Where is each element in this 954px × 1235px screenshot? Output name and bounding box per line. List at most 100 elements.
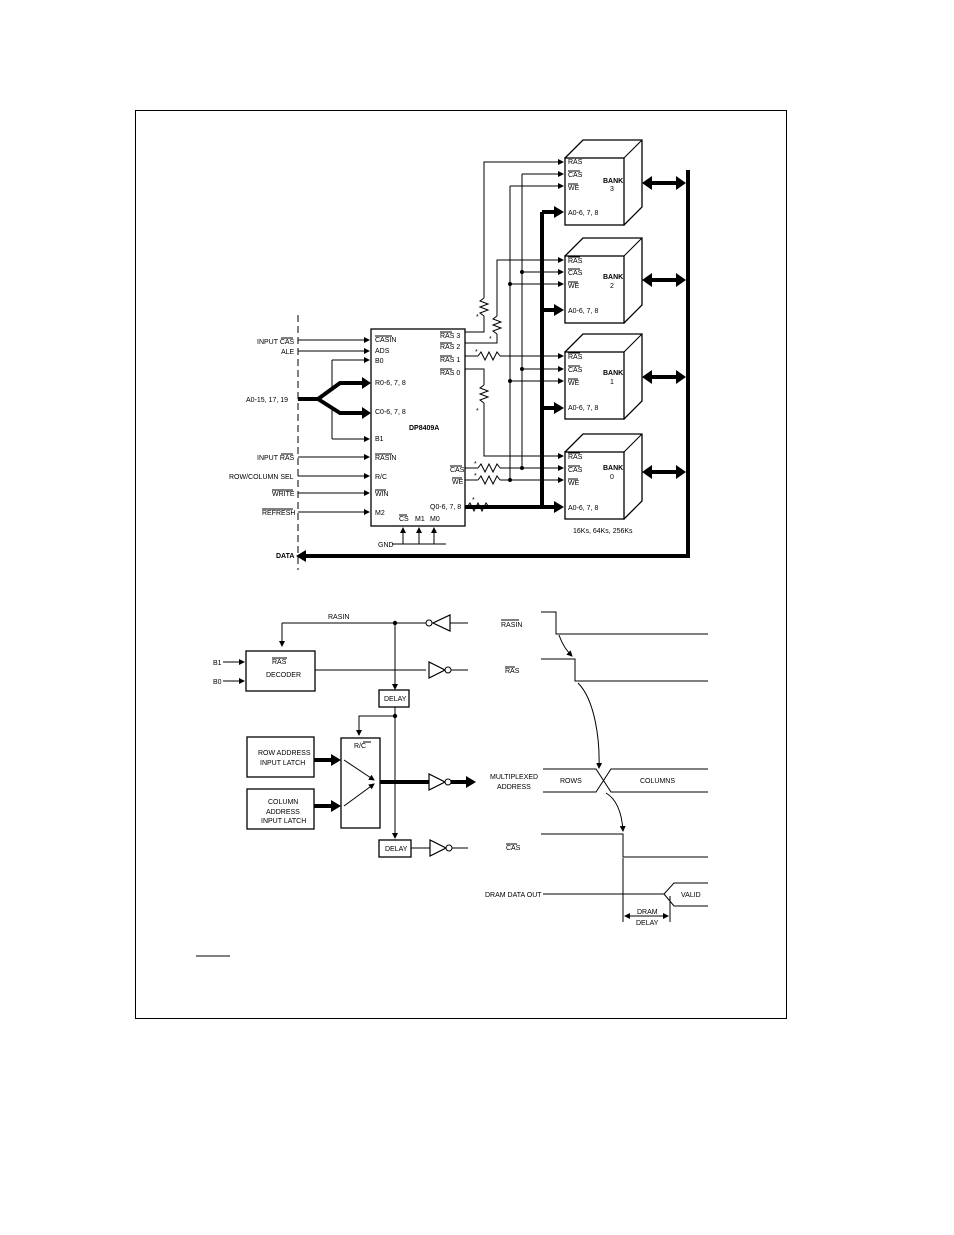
svg-text:RAS: RAS (568, 454, 583, 461)
logic-rasin-label: RASIN (328, 614, 349, 621)
timing-valid-label: VALID (681, 892, 701, 899)
pin-r0: R0-6, 7, 8 (375, 380, 406, 387)
bank-1: RAS CAS WE A0-6, 7, 8 BANK 1 (564, 333, 643, 420)
pin-rc: R/C (375, 474, 387, 481)
svg-text:WE: WE (568, 480, 580, 487)
svg-text:WE: WE (568, 283, 580, 290)
timing-mux-label-1: MULTIPLEXED (490, 774, 538, 781)
timing-rasin-label: RASIN (501, 622, 522, 629)
svg-text:WE: WE (568, 380, 580, 387)
pin-m1: M1 (415, 516, 425, 523)
timing-mux-label-2: ADDRESS (497, 784, 531, 791)
data-label: DATA (276, 553, 294, 560)
pin-ras1: RAS 1 (440, 357, 460, 364)
bank-3: RAS CAS WE A0-6, 7, 8 BANK 3 (564, 139, 643, 226)
timing-dram-delay-label-1: DRAM (637, 909, 658, 916)
svg-text:CAS: CAS (568, 367, 583, 374)
timing-columns-label: COLUMNS (640, 778, 675, 785)
svg-text:DP8409A: DP8409A (409, 425, 439, 432)
controller-inputs: INPUT CAS ALE A0-15, 17, 19 INPUT RAS RO… (229, 337, 371, 517)
pin-b0: B0 (375, 358, 384, 365)
svg-text:BANK: BANK (603, 178, 623, 185)
svg-text:0: 0 (610, 474, 614, 481)
svg-text:CAS: CAS (568, 172, 583, 179)
cas-we-lines: * * (465, 171, 564, 486)
logic-diagram: RASIN RAS DECODER B1 B0 DELAY R/C ROW AD… (213, 614, 476, 858)
timing-ras-label: RAS (505, 668, 520, 675)
svg-text:DELAY: DELAY (385, 846, 408, 853)
pin-rasin: RASIN (375, 455, 396, 462)
bank-data-arrows (642, 176, 686, 479)
row-address-latch (246, 736, 315, 778)
logic-b1-label: B1 (213, 660, 222, 667)
timing-dram-data-out-label: DRAM DATA OUT (485, 892, 542, 899)
pin-ads: ADS (375, 348, 390, 355)
input-ras-label: INPUT RAS (257, 455, 295, 462)
pin-ras2: RAS 2 (440, 344, 460, 351)
svg-text:WE: WE (568, 185, 580, 192)
svg-text:3: 3 (610, 186, 614, 193)
svg-text:R/C: R/C (354, 743, 366, 750)
svg-text:BANK: BANK (603, 370, 623, 377)
pin-m2: M2 (375, 510, 385, 517)
row-col-sel-label: ROW/COLUMN SEL (229, 474, 294, 481)
pin-casin: CASIN (375, 337, 396, 344)
ras-decoder (245, 650, 316, 692)
pin-cs: CS (399, 516, 409, 523)
pin-ras3: RAS 3 (440, 333, 460, 340)
ras1-resistor-mark: * (475, 349, 478, 356)
input-cas-label: INPUT CAS (257, 339, 295, 346)
timing-cas-label: CAS (506, 845, 521, 852)
svg-text:ROW ADDRESS: ROW ADDRESS (258, 750, 311, 757)
timing-diagram: RASIN RAS MULTIPLEXED ADDRESS ROWS COLUM… (485, 611, 708, 927)
column-address-latch (246, 788, 315, 830)
svg-text:CAS: CAS (568, 467, 583, 474)
svg-text:A0-6, 7, 8: A0-6, 7, 8 (568, 308, 598, 315)
figure-frame (135, 110, 787, 1019)
refresh-label: REFRESH (262, 510, 295, 517)
q0-resistor-mark: * (472, 497, 475, 504)
pin-q0: Q0-6, 7, 8 (430, 504, 461, 511)
bank-2: RAS CAS WE A0-6, 7, 8 BANK 2 (564, 237, 643, 324)
svg-text:A0-6, 7, 8: A0-6, 7, 8 (568, 210, 598, 217)
svg-text:INPUT LATCH: INPUT LATCH (260, 760, 305, 767)
ras0-resistor-mark: * (476, 408, 479, 415)
gnd-connections: GND (378, 527, 446, 549)
svg-text:A0-6, 7, 8: A0-6, 7, 8 (568, 505, 598, 512)
address-mux (340, 737, 381, 829)
pin-ras0: RAS 0 (440, 370, 460, 377)
svg-text:A0-6, 7, 8: A0-6, 7, 8 (568, 405, 598, 412)
delay-box-1 (378, 689, 410, 708)
svg-text:DELAY: DELAY (384, 696, 407, 703)
svg-text:DECODER: DECODER (266, 672, 301, 679)
pin-we: WE (452, 479, 464, 486)
logic-b0-label: B0 (213, 679, 222, 686)
pin-b1: B1 (375, 436, 384, 443)
svg-text:1: 1 (610, 379, 614, 386)
we-resistor-mark: * (474, 473, 477, 480)
memory-sizes-label: 16Ks, 64Ks, 256Ks (573, 528, 633, 535)
cas-resistor-mark: * (474, 461, 477, 468)
ras3-resistor-mark: * (476, 314, 479, 321)
svg-text:BANK: BANK (603, 274, 623, 281)
pin-c0: C0-6, 7, 8 (375, 409, 406, 416)
ras2-resistor-mark: * (489, 336, 492, 343)
svg-text:RAS: RAS (568, 159, 583, 166)
data-bus: DATA (276, 170, 690, 562)
gnd-label: GND (378, 542, 394, 549)
pin-win: WIN (375, 491, 389, 498)
svg-text:CAS: CAS (568, 270, 583, 277)
svg-text:BANK: BANK (603, 465, 623, 472)
timing-dram-delay-label-2: DELAY (636, 920, 659, 927)
svg-text:RAS: RAS (568, 258, 583, 265)
address-bus: * (465, 206, 564, 513)
write-label: WRITE (272, 491, 295, 498)
svg-text:ADDRESS: ADDRESS (266, 809, 300, 816)
svg-text:INPUT LATCH: INPUT LATCH (261, 818, 306, 825)
bank-0: RAS CAS WE A0-6, 7, 8 BANK 0 (564, 433, 643, 520)
pin-cas: CAS (450, 467, 465, 474)
dp8409a-controller: DP8409A CASIN ADS B0 R0-6, 7, 8 C0-6, 7,… (370, 328, 466, 527)
ale-label: ALE (281, 349, 295, 356)
svg-text:RAS: RAS (568, 354, 583, 361)
